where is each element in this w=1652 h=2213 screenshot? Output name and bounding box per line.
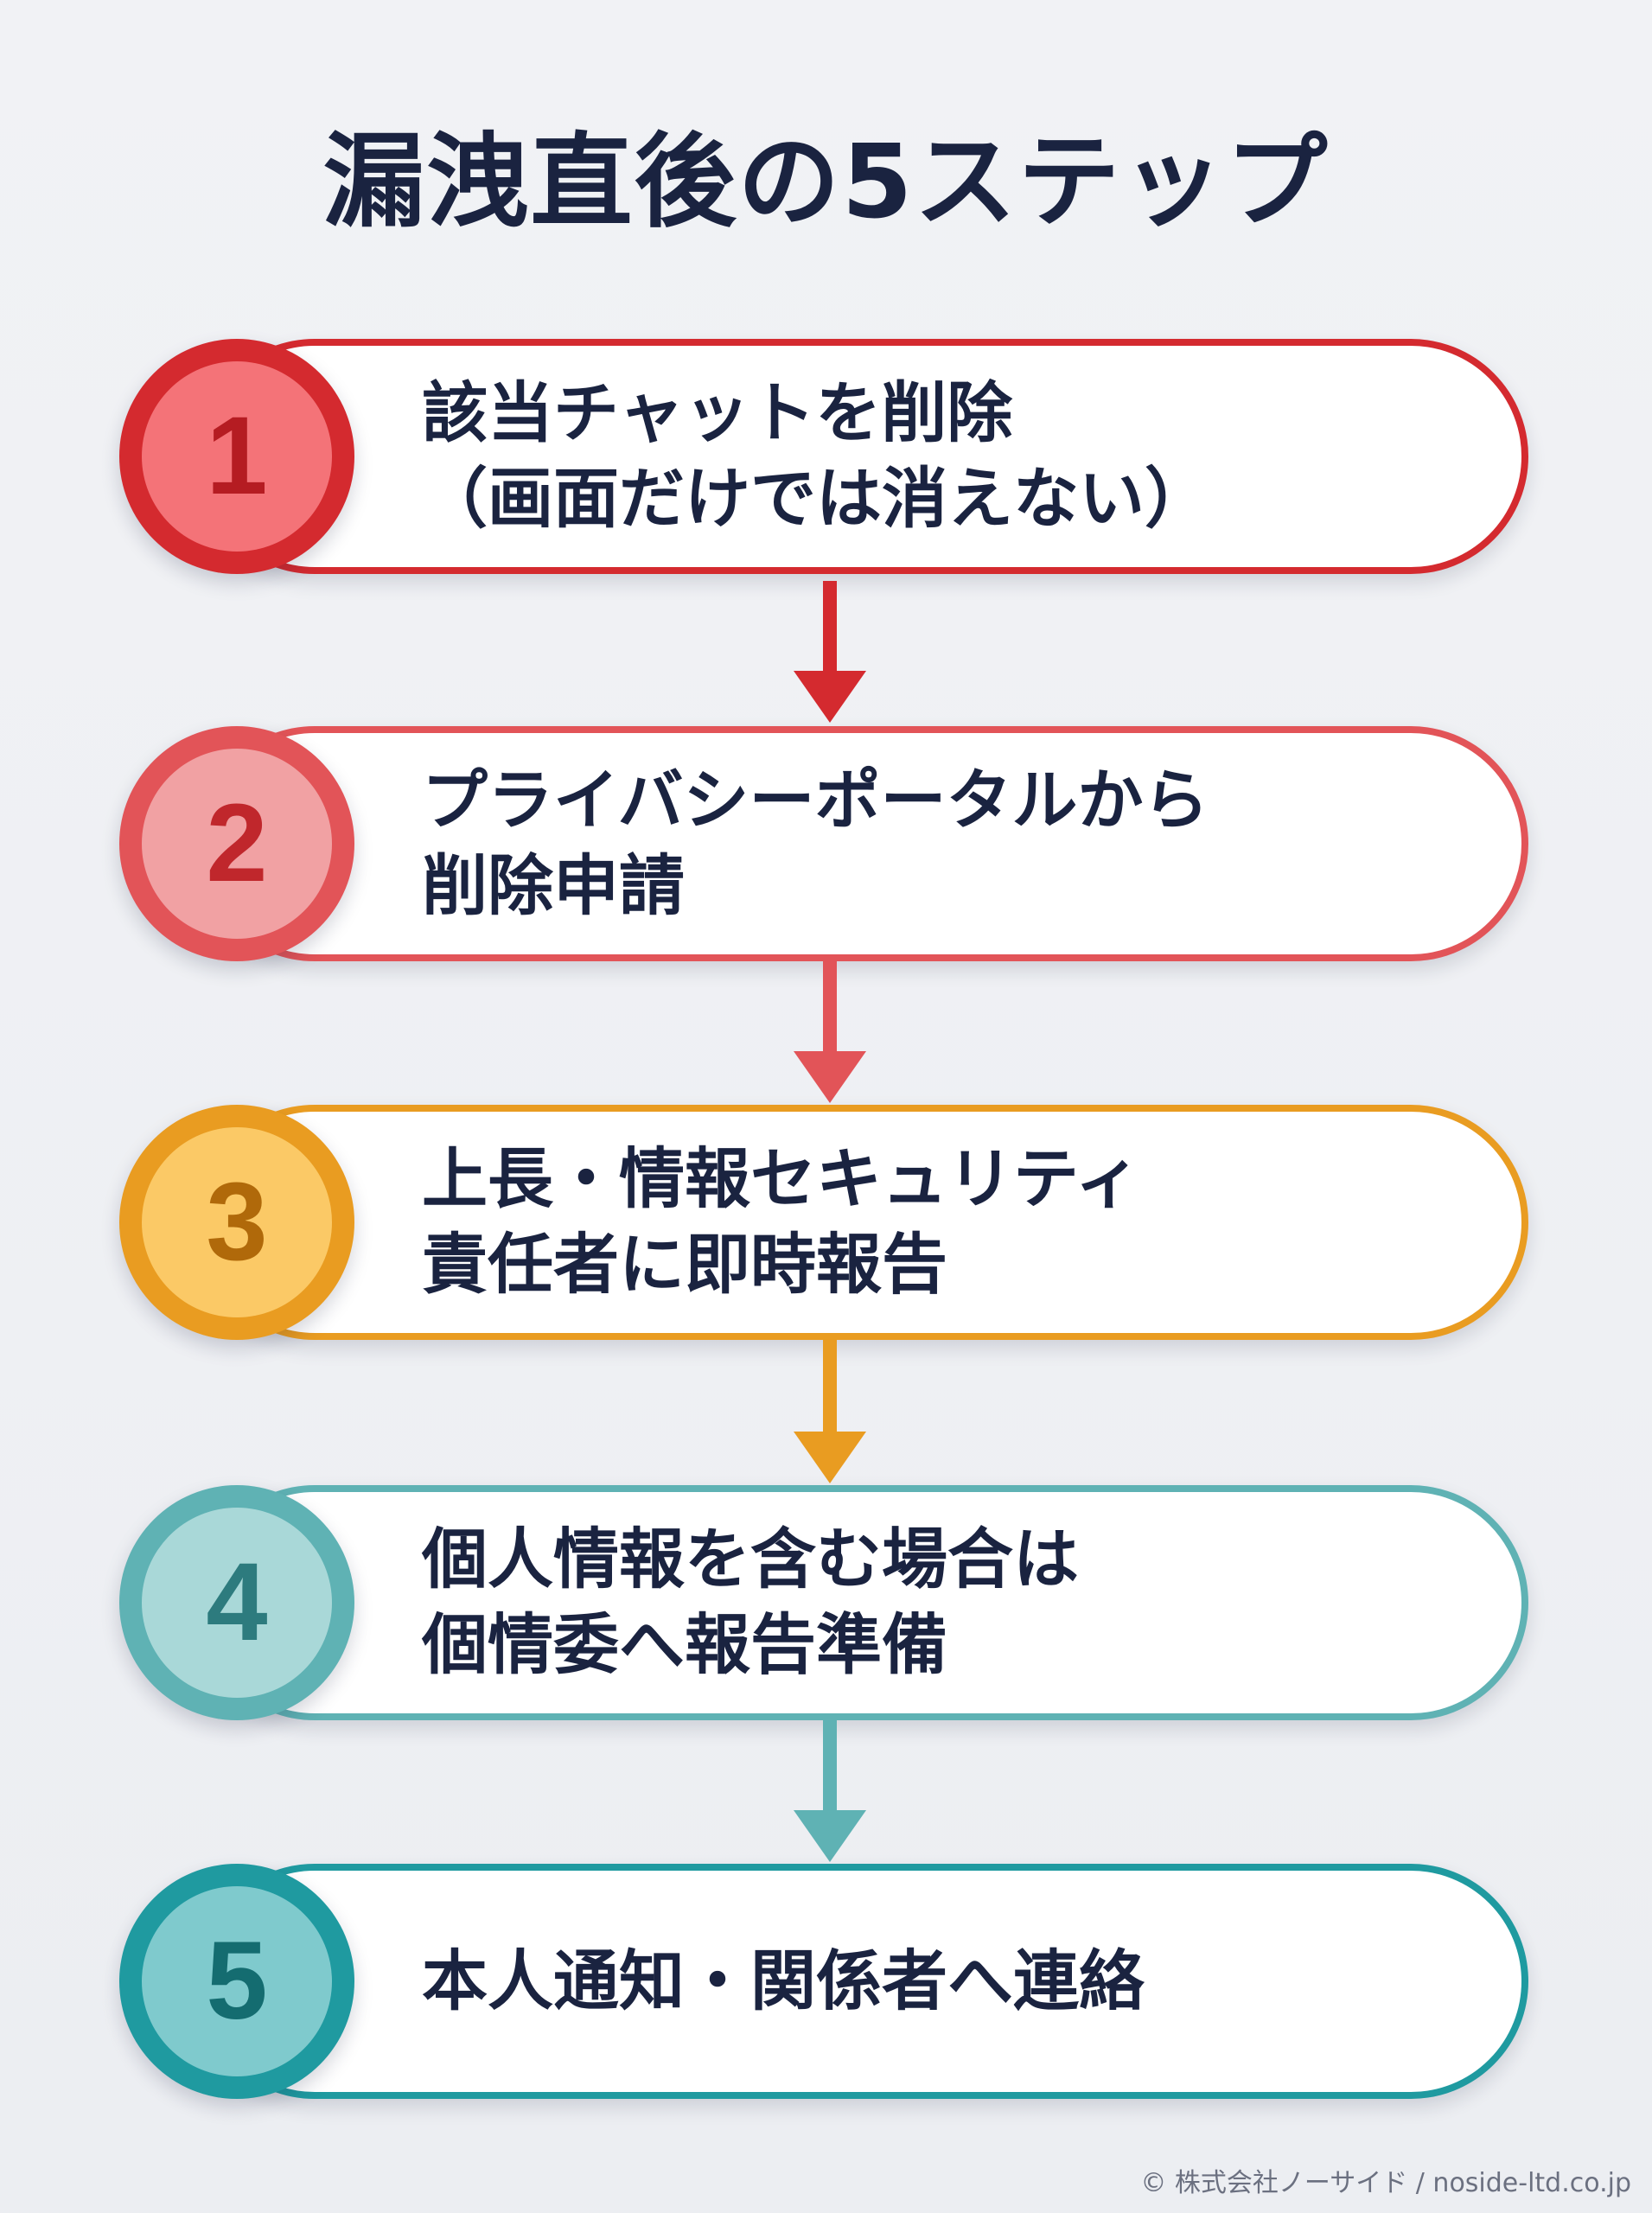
arrow-down-icon-2 (794, 961, 866, 1103)
step-5: 5 本人通知・関係者へ連絡 (119, 1864, 1537, 2099)
step-1-line2: （画面だけでは消えない） (422, 460, 1210, 537)
step-4-line2: 個情委へ報告準備 (422, 1606, 947, 1683)
step-2-line2: 削除申請 (422, 847, 685, 924)
step-3-line1: 上長・情報セキュリティ (422, 1140, 1141, 1218)
step-3-number-badge: 3 (119, 1105, 354, 1340)
step-4-text: 個人情報を含む場合は 個情委へ報告準備 (422, 1485, 1502, 1720)
step-3: 3 上長・情報セキュリティ 責任者に即時報告 (119, 1105, 1537, 1340)
step-5-pill (197, 1864, 1528, 2099)
step-1: 1 該当チャットを削除 （画面だけでは消えない） (119, 339, 1537, 574)
step-5-number: 5 (142, 1886, 332, 2076)
step-2-number-badge: 2 (119, 726, 354, 961)
step-3-number: 3 (142, 1127, 332, 1317)
step-4-number: 4 (142, 1508, 332, 1698)
step-3-pill (197, 1105, 1528, 1340)
step-5-line1: 本人通知・関係者へ連絡 (422, 1942, 1145, 2019)
step-3-line2: 責任者に即時報告 (422, 1226, 947, 1303)
step-4-number-badge: 4 (119, 1485, 354, 1720)
step-2-pill (197, 726, 1528, 961)
step-5-number-badge: 5 (119, 1864, 354, 2099)
step-1-number: 1 (142, 361, 332, 552)
step-2-number: 2 (142, 749, 332, 939)
step-2-text: プライバシーポータルから 削除申請 (422, 726, 1502, 961)
step-1-pill (197, 339, 1528, 574)
step-4-pill (197, 1485, 1528, 1720)
copyright-footer: © 株式会社ノーサイド / noside-ltd.co.jp (1140, 2168, 1631, 2198)
arrow-down-icon-4 (794, 1720, 866, 1862)
step-4-line1: 個人情報を含む場合は (422, 1521, 1079, 1598)
arrow-down-icon-3 (794, 1340, 866, 1483)
step-4: 4 個人情報を含む場合は 個情委へ報告準備 (119, 1485, 1537, 1720)
step-1-number-badge: 1 (119, 339, 354, 574)
step-5-text: 本人通知・関係者へ連絡 (422, 1864, 1502, 2099)
arrow-down-icon-1 (794, 581, 866, 723)
step-3-text: 上長・情報セキュリティ 責任者に即時報告 (422, 1105, 1502, 1340)
step-1-line1: 該当チャットを削除 (422, 374, 1013, 452)
step-2: 2 プライバシーポータルから 削除申請 (119, 726, 1537, 961)
step-2-line1: プライバシーポータルから (422, 762, 1209, 839)
page-title: 漏洩直後の5ステップ (322, 122, 1330, 241)
step-1-text: 該当チャットを削除 （画面だけでは消えない） (422, 339, 1502, 574)
